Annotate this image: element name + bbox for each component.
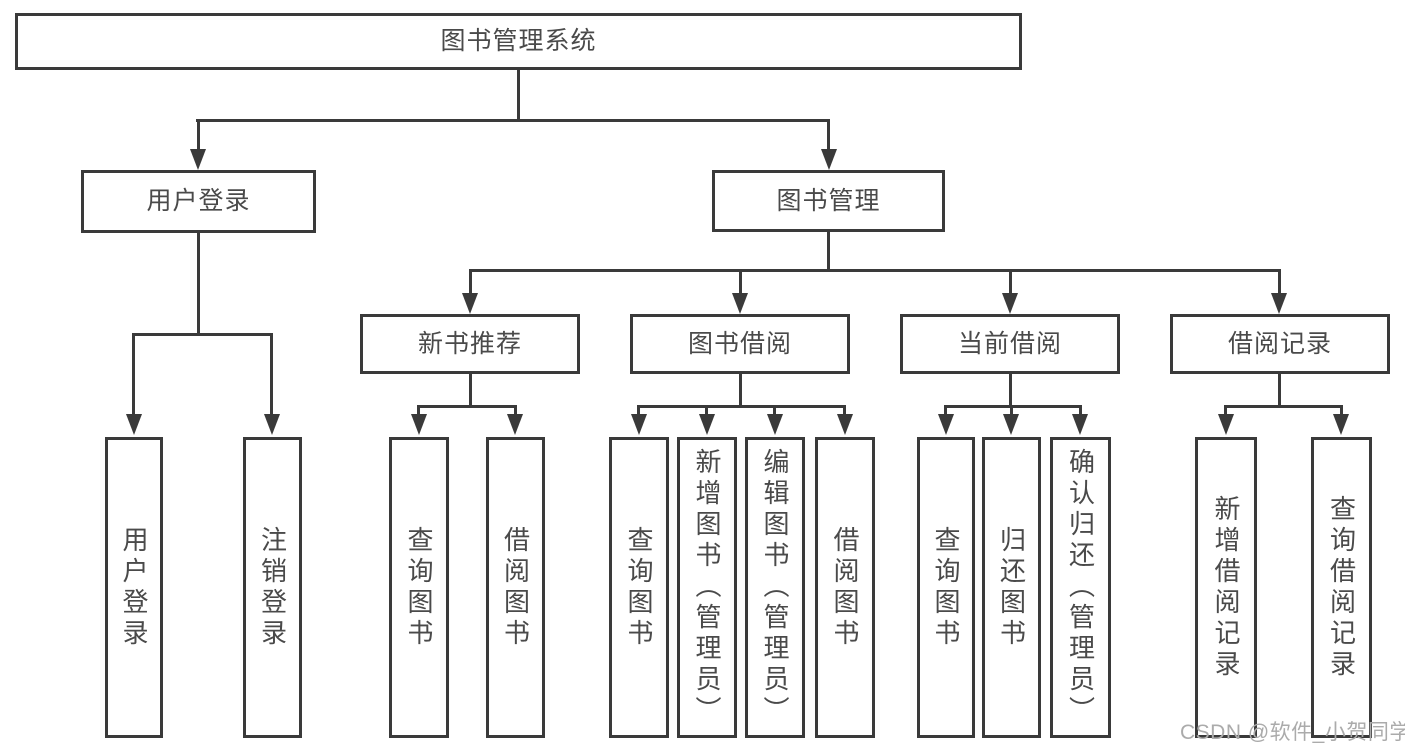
connector-drop-new-book-rec — [469, 269, 472, 294]
arrowhead-edit-book — [767, 414, 783, 435]
leaf-search-book-1: 查询图书 — [389, 437, 449, 738]
connector-drop-book-borrow — [739, 269, 742, 294]
arrowhead-search-book-3 — [938, 414, 954, 435]
connector-drop-book-mgmt — [827, 119, 830, 151]
arrowhead-book-borrow — [732, 293, 748, 314]
connector-root-split — [196, 119, 830, 122]
node-borrow-records: 借阅记录 — [1170, 314, 1390, 374]
connector-book-borrow-split — [637, 405, 845, 408]
leaf-search-book-3: 查询图书 — [917, 437, 975, 738]
leaf-add-borrow-record: 新增借阅记录 — [1195, 437, 1257, 738]
arrowhead-return-book — [1003, 414, 1019, 435]
arrowhead-current-borrow — [1002, 293, 1018, 314]
connector-book-mgmt-stem — [827, 232, 830, 272]
connector-borrow-records-split — [1224, 405, 1342, 408]
leaf-edit-book: 编辑图书（管理员） — [745, 437, 805, 738]
arrowhead-user-login — [190, 149, 206, 170]
leaf-logout: 注销登录 — [243, 437, 302, 738]
connector-book-borrow-stem — [739, 374, 742, 408]
leaf-return-book: 归还图书 — [982, 437, 1041, 738]
node-book-borrow: 图书借阅 — [630, 314, 850, 374]
connector-root-stem — [517, 69, 520, 122]
node-root: 图书管理系统 — [15, 13, 1022, 70]
arrowhead-search-book-1 — [411, 414, 427, 435]
arrowhead-add-book — [699, 414, 715, 435]
leaf-search-borrow-record: 查询借阅记录 — [1311, 437, 1372, 738]
arrowhead-search-borrow-record — [1333, 414, 1349, 435]
connector-book-mgmt-split — [469, 269, 1281, 272]
arrowhead-logout — [264, 414, 280, 435]
arrowhead-book-mgmt — [821, 149, 837, 170]
leaf-borrow-book-2: 借阅图书 — [815, 437, 875, 738]
connector-new-book-rec-split — [417, 405, 517, 408]
connector-drop-edit-book — [773, 405, 776, 416]
arrowhead-new-book-rec — [462, 293, 478, 314]
connector-user-login-stem — [197, 233, 200, 336]
arrowhead-user-login-leaf — [126, 414, 142, 435]
node-new-book-rec: 新书推荐 — [360, 314, 580, 374]
leaf-add-book: 新增图书（管理员） — [677, 437, 737, 738]
connector-drop-search-book-3 — [944, 405, 947, 416]
connector-drop-borrow-book-2 — [843, 405, 846, 416]
arrowhead-add-borrow-record — [1218, 414, 1234, 435]
node-current-borrow: 当前借阅 — [900, 314, 1120, 374]
connector-drop-user-login — [197, 119, 200, 151]
connector-new-book-rec-stem — [469, 374, 472, 408]
connector-drop-logout — [270, 333, 273, 415]
connector-drop-search-borrow-record — [1340, 405, 1343, 416]
connector-borrow-records-stem — [1278, 374, 1281, 408]
connector-drop-search-book-2 — [637, 405, 640, 416]
node-user-login: 用户登录 — [81, 170, 316, 233]
arrowhead-borrow-book-2 — [837, 414, 853, 435]
leaf-search-book-2: 查询图书 — [609, 437, 669, 738]
connector-drop-return-book — [1010, 405, 1013, 416]
arrowhead-search-book-2 — [631, 414, 647, 435]
connector-drop-search-book-1 — [417, 405, 420, 416]
connector-drop-add-book — [705, 405, 708, 416]
connector-current-borrow-stem — [1009, 374, 1012, 408]
connector-drop-user-login-leaf — [132, 333, 135, 415]
arrowhead-borrow-book-1 — [507, 414, 523, 435]
connector-drop-current-borrow — [1009, 269, 1012, 294]
arrowhead-confirm-return — [1072, 414, 1088, 435]
node-book-mgmt: 图书管理 — [712, 170, 945, 232]
arrowhead-borrow-records — [1271, 293, 1287, 314]
connector-drop-confirm-return — [1079, 405, 1082, 416]
connector-drop-borrow-records — [1278, 269, 1281, 294]
leaf-borrow-book-1: 借阅图书 — [486, 437, 545, 738]
leaf-user-login: 用户登录 — [105, 437, 163, 738]
connector-drop-add-borrow-record — [1224, 405, 1227, 416]
connector-drop-borrow-book-1 — [514, 405, 517, 416]
leaf-confirm-return: 确认归还（管理员） — [1050, 437, 1111, 738]
connector-user-login-split — [132, 333, 273, 336]
csdn-watermark: CSDN @软件_小贺同学 — [1180, 721, 1405, 744]
